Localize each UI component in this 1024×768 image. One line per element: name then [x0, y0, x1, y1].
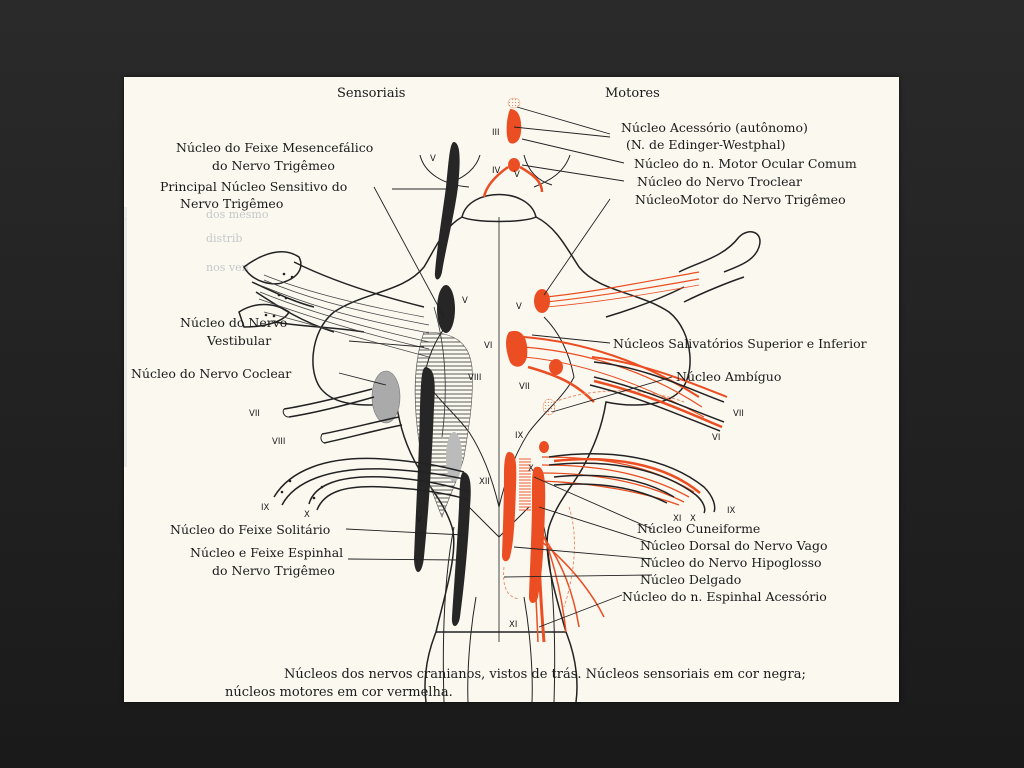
figure-caption-line-2: núcleos motores em cor vermelha.: [225, 685, 453, 700]
label-ambiguus: Núcleo Ambíguo: [676, 369, 781, 384]
header-motor: Motores: [605, 86, 660, 101]
label-trochlear: Núcleo do Nervo Troclear: [637, 174, 802, 189]
nerve-number: IX: [515, 431, 524, 441]
label-principal-sensory-1: Principal Núcleo Sensitivo do: [160, 179, 347, 194]
label-vestibular-1: Núcleo do Nervo: [180, 315, 287, 330]
brainstem-outline: [312, 154, 691, 702]
label-spinal-accessory: Núcleo do n. Espinhal Acessório: [622, 589, 827, 604]
label-accessory-autonomic-2: (N. de Edinger-Westphal): [626, 137, 785, 152]
trigeminal-nerve-right: [545, 231, 761, 318]
nerve-number: VII: [249, 409, 260, 419]
label-hypoglossal: Núcleo do Nervo Hipoglosso: [640, 555, 822, 570]
nerve-number: VIII: [272, 437, 285, 447]
label-principal-sensory-2: Nervo Trigêmeo: [180, 196, 283, 211]
svg-text:nos ven: nos ven: [206, 261, 249, 274]
left-nerve-stubs: [273, 388, 470, 511]
nerve-number: VII: [519, 382, 530, 392]
motor-labels: Núcleo Acessório (autônomo) (N. de Eding…: [613, 120, 867, 604]
label-gracile: Núcleo Delgado: [640, 572, 741, 587]
brainstem-diagram: dos mesmo . distrib nos ven: [124, 86, 867, 702]
svg-text:distrib: distrib: [206, 232, 242, 245]
label-oculomotor: Núcleo do n. Motor Ocular Comum: [634, 156, 857, 171]
label-accessory-autonomic-1: Núcleo Acessório (autônomo): [621, 120, 808, 135]
label-salivatory: Núcleos Salivatórios Superior e Inferior: [613, 336, 867, 351]
nerve-number: VI: [712, 433, 720, 443]
nerve-number: V: [514, 170, 520, 180]
sensory-nuclei-left: [371, 142, 473, 626]
bleed-through-text: dos mesmo . distrib nos ven: [124, 207, 269, 467]
nerve-number: XI: [673, 514, 681, 524]
svg-text:.: .: [124, 210, 128, 223]
nerve-number: V: [416, 515, 422, 525]
nerve-number-labels: III IV V V V V V VI VI VII VII VII VIII …: [249, 128, 744, 630]
label-solitary: Núcleo do Feixe Solitário: [170, 522, 330, 537]
nerve-number: III: [492, 128, 500, 138]
label-mesencephalic-2: do Nervo Trigêmeo: [212, 158, 335, 173]
label-spinal-trigeminal-1: Núcleo e Feixe Espinhal: [190, 545, 343, 560]
nerve-number: VII: [733, 409, 744, 419]
label-spinal-trigeminal-2: do Nervo Trigêmeo: [212, 563, 335, 578]
trigeminal-ganglion-left: [238, 251, 430, 358]
nerve-number: VIII: [468, 373, 481, 383]
nerve-number: IX: [727, 506, 736, 516]
header-sensory: Sensoriais: [337, 86, 405, 101]
motor-nuclei-right: [482, 97, 728, 643]
label-vestibular-2: Vestibular: [206, 333, 271, 348]
label-mesencephalic-1: Núcleo do Feixe Mesencefálico: [176, 140, 373, 155]
nerve-number: XII: [479, 477, 490, 487]
label-dorsal-vagal: Núcleo Dorsal do Nervo Vago: [640, 538, 827, 553]
nerve-number: X: [528, 464, 534, 474]
nerve-number: V: [462, 296, 468, 306]
nerve-number: VI: [484, 341, 492, 351]
label-cuneiform: Núcleo Cuneiforme: [637, 521, 760, 536]
sensory-labels: Núcleo do Feixe Mesencefálico do Nervo T…: [131, 140, 373, 578]
nerve-number: IV: [492, 166, 501, 176]
nerve-number: IX: [261, 503, 270, 513]
nerve-number: XI: [509, 620, 517, 630]
nerve-number: X: [690, 514, 696, 524]
figure-caption-line-1: Núcleos dos nervos cranianos, vistos de …: [284, 667, 806, 682]
nerve-number: V: [516, 302, 522, 312]
label-motor-trigeminal: NúcleoMotor do Nervo Trigêmeo: [635, 192, 846, 207]
nerve-number: V: [430, 154, 436, 164]
book-page: dos mesmo . distrib nos ven: [124, 77, 899, 702]
svg-text:dos mesmo: dos mesmo: [206, 208, 269, 221]
nerve-number: X: [304, 510, 310, 520]
leader-lines: [338, 106, 673, 628]
label-cochlear: Núcleo do Nervo Coclear: [131, 366, 291, 381]
